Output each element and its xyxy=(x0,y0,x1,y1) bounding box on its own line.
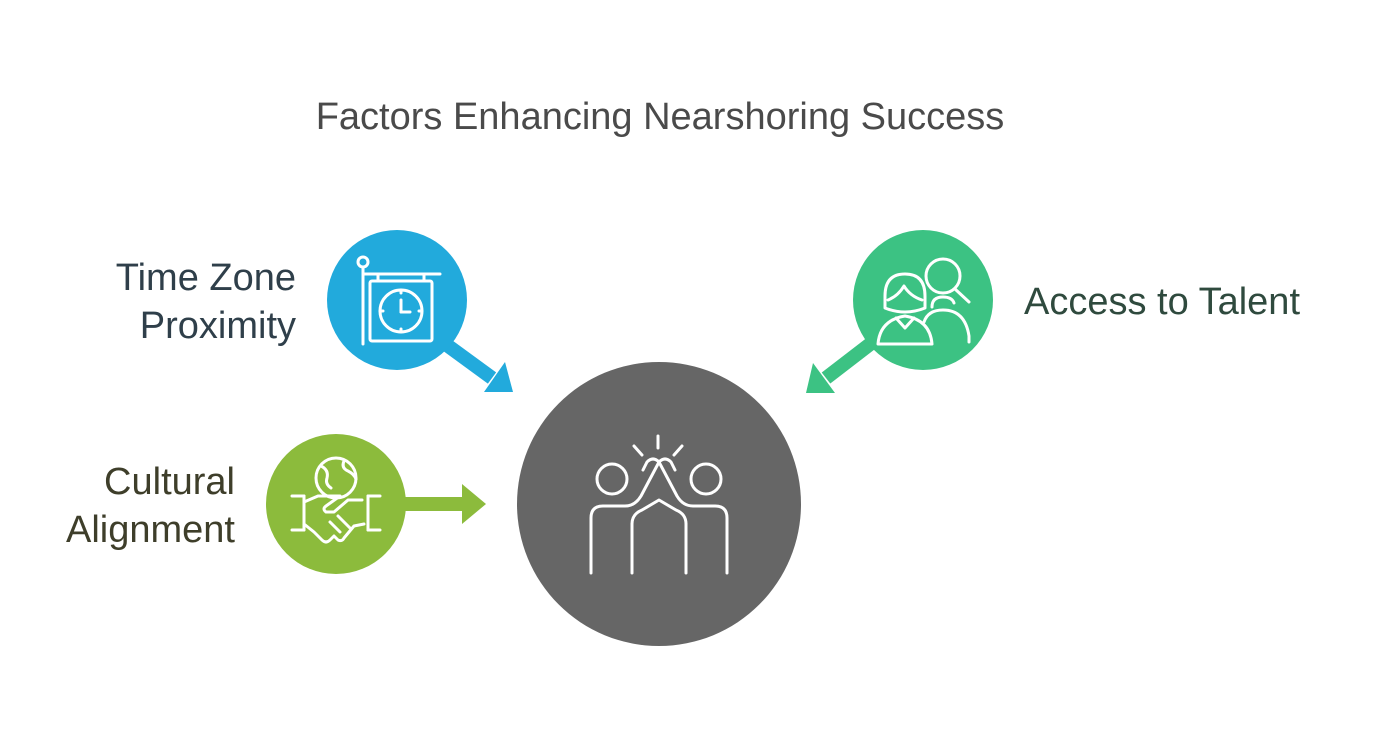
talent-label-text: Access to Talent xyxy=(1024,281,1301,323)
time-zone-label-line1: Time Zone xyxy=(115,257,296,299)
time-zone-arrow-head xyxy=(484,362,513,392)
talent-arrow-head xyxy=(806,363,835,393)
time-zone-label: Time Zone Proximity xyxy=(116,254,296,350)
people-search-icon xyxy=(876,257,971,346)
center-circle xyxy=(517,362,801,646)
cultural-arrow-head xyxy=(462,484,486,524)
cultural-label-line2: Alignment xyxy=(66,509,235,551)
high-five-icon xyxy=(589,434,729,575)
clock-sign-icon xyxy=(356,255,442,346)
cultural-alignment-label: Cultural Alignment xyxy=(66,458,235,554)
time-zone-label-line2: Proximity xyxy=(139,305,296,347)
globe-handshake-icon xyxy=(290,456,382,544)
cultural-circle xyxy=(266,434,406,574)
cultural-alignment-node xyxy=(266,434,486,574)
diagram-title: Factors Enhancing Nearshoring Success xyxy=(315,96,1005,138)
cultural-label-line1: Cultural xyxy=(104,461,235,503)
access-to-talent-label: Access to Talent xyxy=(1024,278,1300,326)
time-zone-circle xyxy=(327,230,467,370)
cultural-arrow-shaft xyxy=(398,497,462,511)
time-zone-node xyxy=(327,230,513,392)
access-to-talent-node xyxy=(806,230,993,393)
center-node xyxy=(517,362,801,646)
